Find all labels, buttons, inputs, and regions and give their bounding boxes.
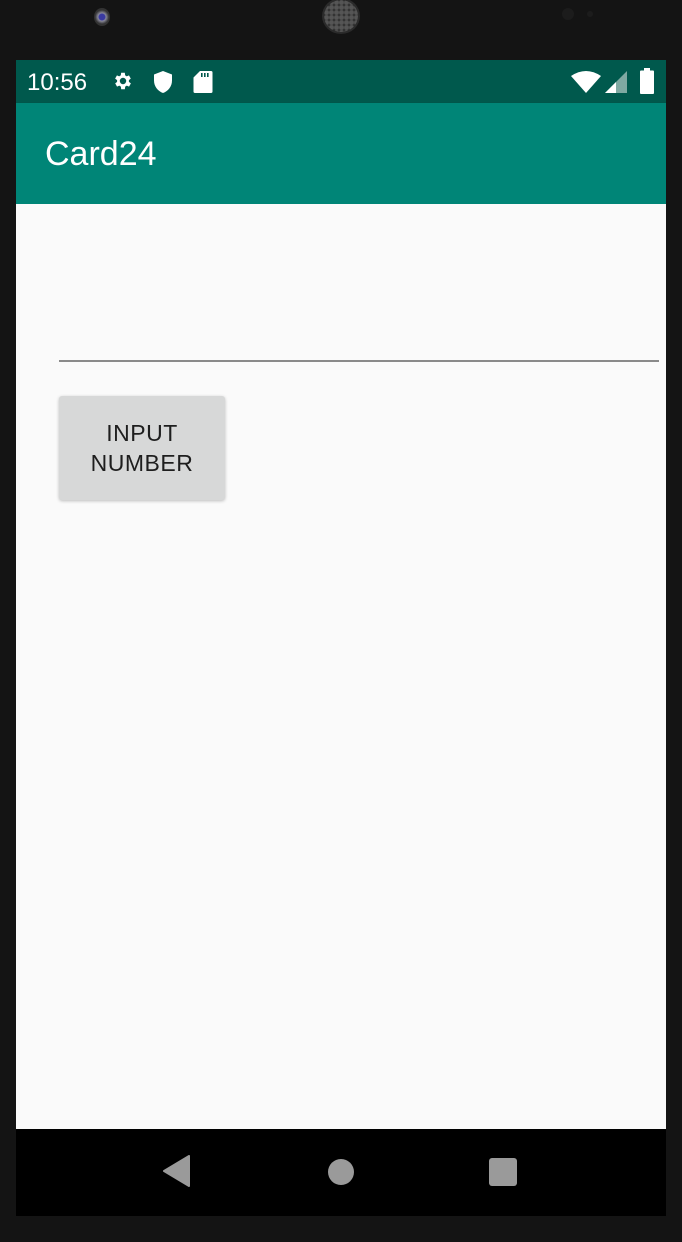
home-icon[interactable]: [327, 1158, 355, 1191]
status-bar: 10:56: [16, 60, 666, 103]
light-sensor: [587, 11, 593, 17]
number-input[interactable]: [59, 314, 659, 362]
device-bezel-top: [0, 0, 682, 60]
cell-signal-icon: [605, 71, 627, 98]
input-number-button-label: INPUT NUMBER: [90, 420, 194, 476]
wifi-icon: [571, 71, 601, 98]
proximity-sensor: [562, 8, 574, 20]
shield-icon: [153, 70, 173, 99]
front-camera: [94, 8, 110, 26]
app-bar: Card24: [16, 103, 666, 204]
phone-screen: 10:56 Card24 INPUT NUMBER: [16, 60, 666, 1216]
sd-card-icon: [193, 70, 213, 99]
back-icon[interactable]: [163, 1155, 191, 1192]
status-time: 10:56: [27, 69, 88, 96]
input-number-button[interactable]: INPUT NUMBER: [59, 396, 225, 500]
earpiece-speaker: [324, 0, 358, 32]
app-title: Card24: [45, 135, 157, 173]
recents-icon[interactable]: [489, 1158, 517, 1191]
gear-icon: [112, 70, 134, 97]
main-content: INPUT NUMBER: [16, 204, 666, 1129]
battery-icon: [640, 68, 654, 99]
navigation-bar: [16, 1129, 666, 1216]
